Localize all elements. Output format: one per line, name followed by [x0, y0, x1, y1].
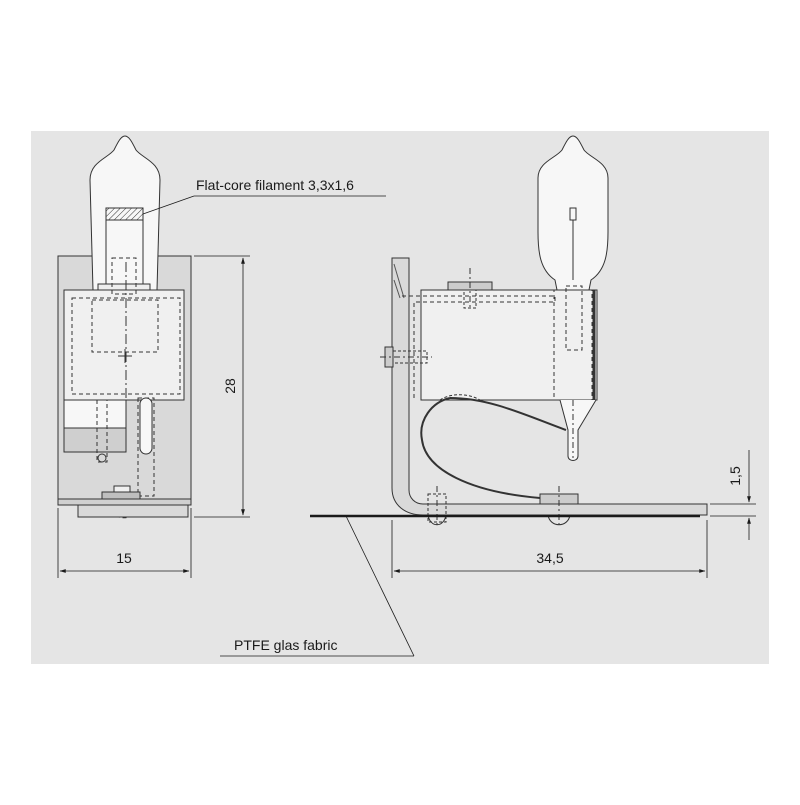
- ptfe-label: PTFE glas fabric: [234, 637, 337, 653]
- dim-thickness: [710, 450, 756, 540]
- filament-leader: [142, 195, 386, 215]
- front-screw-head: [101, 491, 141, 500]
- ptfe-leader: [220, 515, 415, 657]
- dim-width-side-label: 34,5: [536, 550, 563, 566]
- front-block: [63, 289, 185, 401]
- front-filament: [105, 207, 144, 221]
- side-block: [420, 289, 598, 401]
- side-bottom-screw-left: [427, 493, 447, 523]
- dim-thickness-label: 1,5: [727, 466, 743, 486]
- side-bracket: [391, 257, 708, 516]
- dim-width-front: [57, 508, 192, 578]
- side-bulb: [537, 135, 609, 291]
- dim-width-side: [391, 520, 708, 578]
- side-cable: [420, 397, 541, 499]
- front-base-plate: [57, 498, 192, 506]
- side-view: [380, 135, 708, 528]
- dim-height-label: 28: [222, 378, 238, 394]
- front-pin: [139, 397, 153, 455]
- dim-height: [194, 255, 250, 518]
- filament-label: Flat-core filament 3,3x1,6: [196, 177, 354, 193]
- front-view: [57, 135, 192, 519]
- dim-width-front-label: 15: [116, 550, 132, 566]
- side-pin: [559, 399, 597, 461]
